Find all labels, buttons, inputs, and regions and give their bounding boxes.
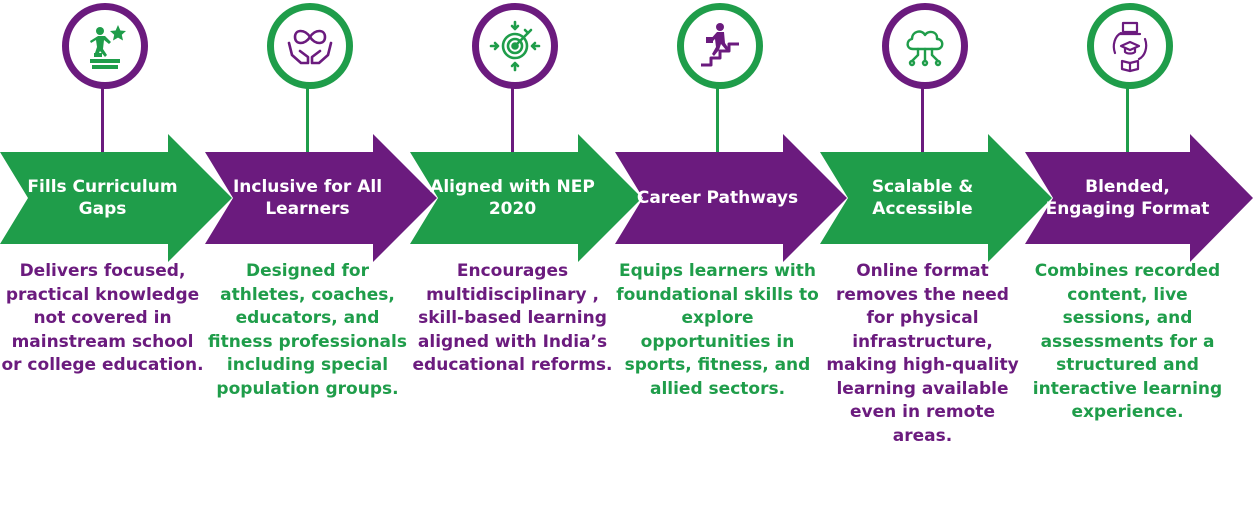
step-description: Designed for athletes, coaches, educator… [208,261,407,399]
cloud-network-icon [906,30,944,67]
person-climbing-stairs-icon [701,23,739,67]
connector-line [921,88,924,152]
step-3: Aligned with NEP 2020 Encourages multidi… [410,0,615,508]
icon-circle [472,3,558,89]
connector-line [511,88,514,152]
icon-circle [677,3,763,89]
step-description: Delivers focused, practical knowledge no… [1,261,204,375]
step-title: Blended, Engaging Format [1045,177,1210,219]
step-description: Encourages multidisciplinary , skill-bas… [412,261,613,375]
step-4: Career Pathways Equips learners with fou… [615,0,820,508]
arrow-shape-3 [410,134,642,262]
connector-line [306,88,309,152]
step-title: Career Pathways [636,188,799,208]
connector-line [716,88,719,152]
step-6: Blended, Engaging Format Combines record… [1025,0,1230,508]
icon-circle [1087,3,1173,89]
arrow-shape-5 [820,134,1052,262]
step-description: Equips learners with foundational skills… [616,261,819,399]
arrow-shape-6 [1025,134,1253,262]
step-5: Scalable & Accessible Online format remo… [820,0,1025,508]
icon-circle [882,3,968,89]
step-1: Fills Curriculum Gaps Delivers focused, … [0,0,205,508]
arrow-shape-1 [0,134,232,262]
step-title: Fills Curriculum Gaps [27,177,178,219]
student-climbing-books-star-icon [90,25,126,69]
icon-circle [62,3,148,89]
hands-infinity-icon [287,29,333,65]
step-title: Scalable & Accessible [871,177,974,219]
target-arrows-icon [489,20,541,72]
arrow-shape-4 [615,134,847,262]
step-2: Inclusive for All Learners Designed for … [205,0,410,508]
step-title: Aligned with NEP 2020 [430,177,595,219]
icon-circle [267,3,353,89]
laptop-cap-book-cycle-icon [1112,21,1148,73]
step-description: Online format removes the need for physi… [826,261,1019,446]
connector-line [101,88,104,152]
step-description: Combines recorded content, live sessions… [1032,261,1223,422]
connector-line [1126,88,1129,152]
step-title: Inclusive for All Learners [232,177,383,219]
arrow-shape-2 [205,134,437,262]
